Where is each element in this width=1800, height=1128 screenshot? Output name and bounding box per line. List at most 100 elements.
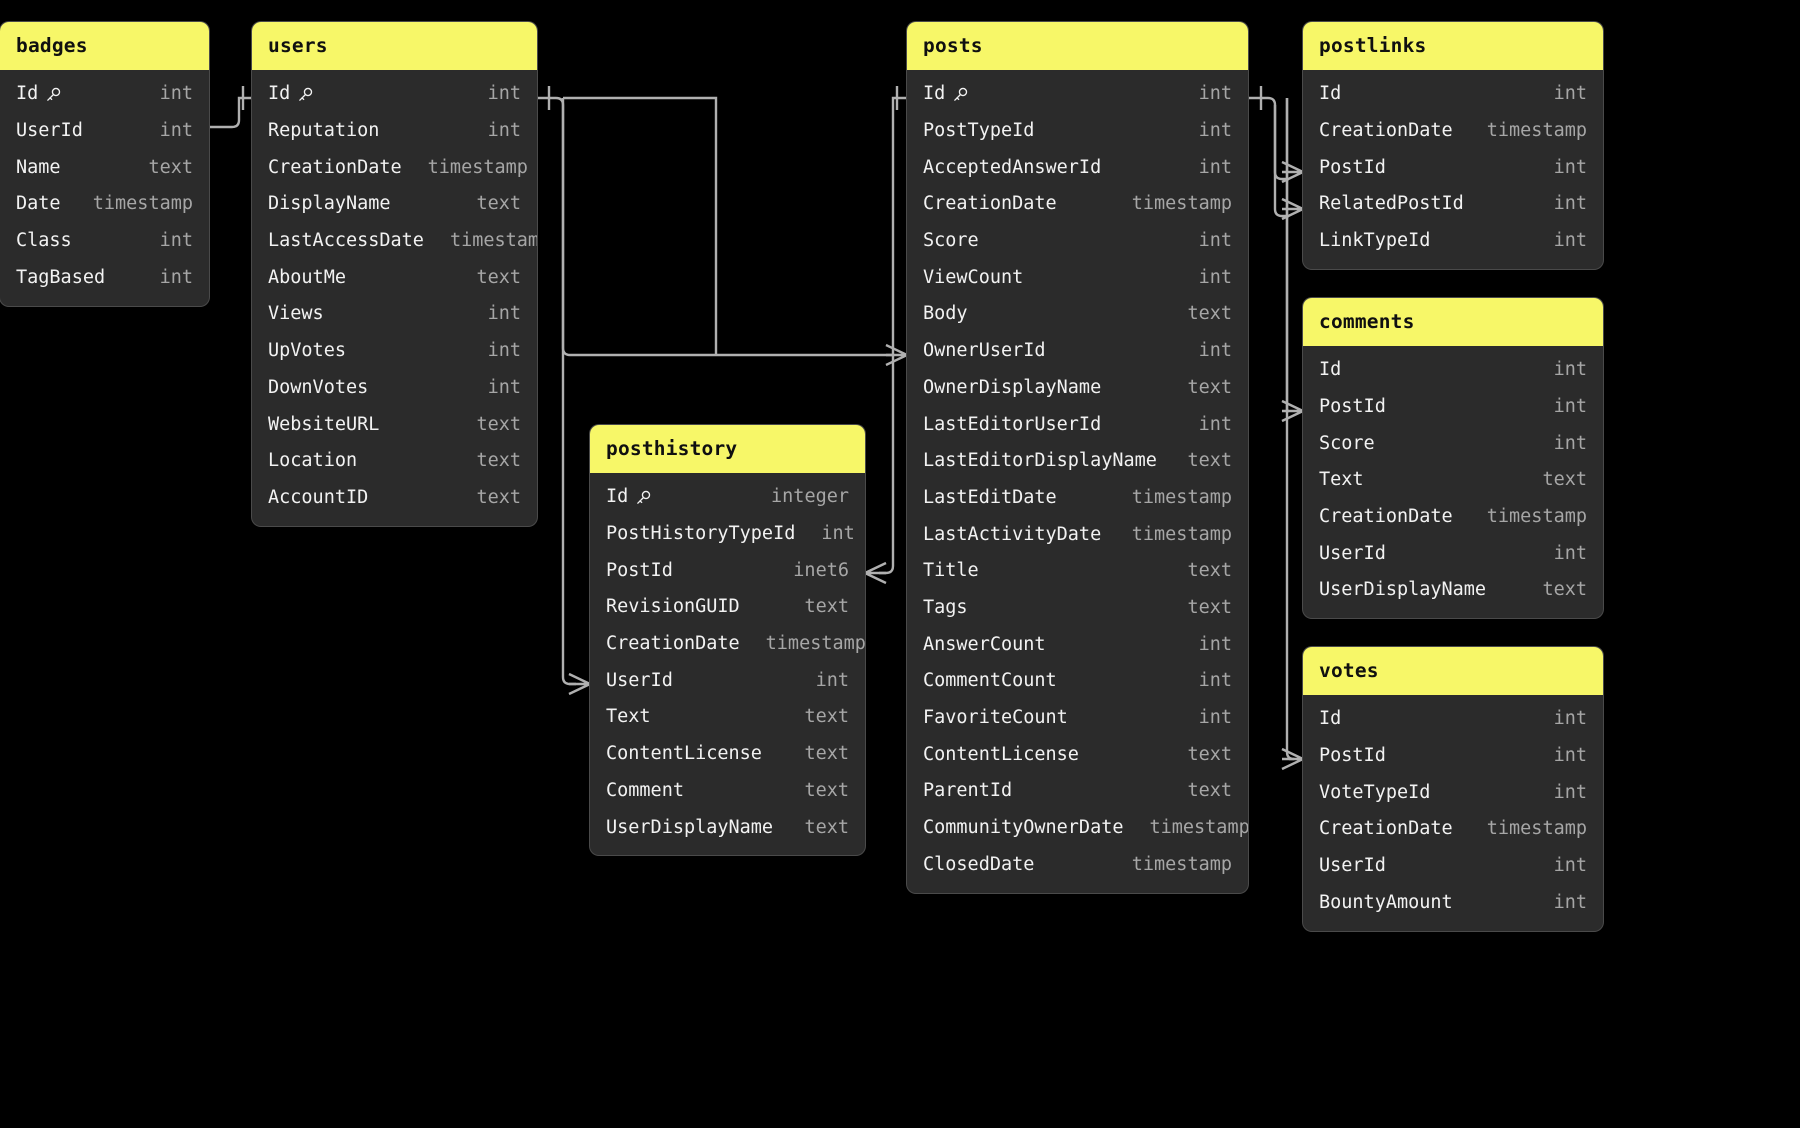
- field-name-wrap: Id: [923, 83, 969, 104]
- field-type: text: [1187, 376, 1232, 398]
- field-name-wrap: TagBased: [16, 267, 105, 288]
- table-title-posthistory[interactable]: posthistory: [590, 425, 865, 473]
- table-title-users[interactable]: users: [252, 22, 537, 70]
- field-name: RelatedPostId: [1319, 193, 1464, 215]
- table-title-posts[interactable]: posts: [907, 22, 1248, 70]
- field-type: int: [1553, 745, 1587, 767]
- field-type: int: [487, 376, 521, 398]
- field-name: PostId: [606, 559, 673, 581]
- field-row[interactable]: CommentCount int: [907, 663, 1248, 700]
- field-name-wrap: LastEditDate: [923, 487, 1057, 508]
- field-row[interactable]: LastAccessDatetimestamp: [252, 222, 537, 259]
- field-name: TagBased: [16, 266, 106, 288]
- field-type: int: [1553, 359, 1587, 381]
- field-type: text: [804, 779, 849, 801]
- field-name-wrap: AnswerCount: [923, 634, 1046, 655]
- field-name-wrap: RevisionGUID: [606, 596, 740, 617]
- field-type: int: [1198, 670, 1232, 692]
- table-title-votes[interactable]: votes: [1303, 647, 1603, 695]
- table-title-postlinks[interactable]: postlinks: [1303, 22, 1603, 70]
- field-name-wrap: CommentCount: [923, 670, 1057, 691]
- field-type: int: [1553, 781, 1587, 803]
- table-title-comments[interactable]: comments: [1303, 298, 1603, 346]
- table-title-badges[interactable]: badges: [0, 22, 209, 70]
- field-type: text: [1542, 469, 1587, 491]
